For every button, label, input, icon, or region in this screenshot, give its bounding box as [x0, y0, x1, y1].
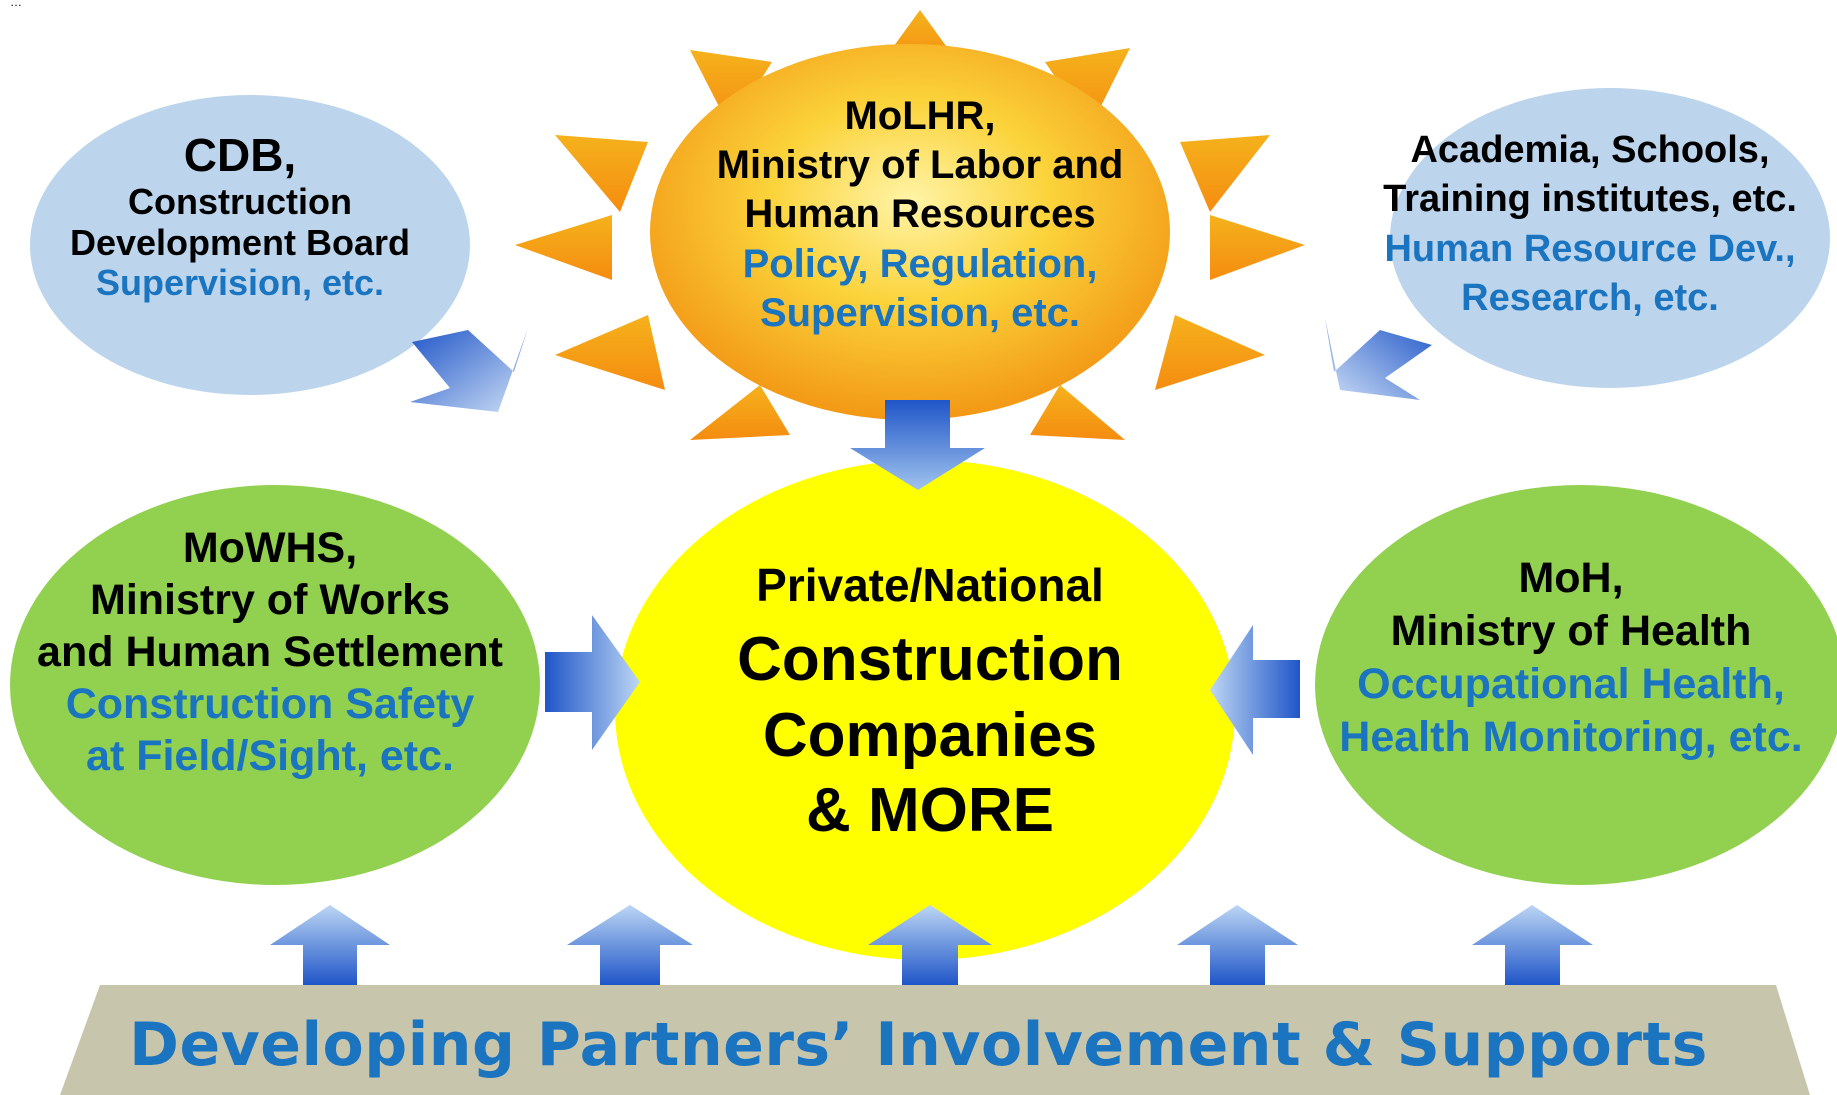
mowhs-role-line-2: at Field/Sight, etc. — [86, 732, 454, 781]
center-text-block: Private/National Construction Companies … — [670, 559, 1190, 849]
molhr-sun-core — [650, 44, 1170, 420]
partners-base-label: Developing Partners’ Involvement & Suppo… — [129, 1010, 1708, 1080]
academia-ellipse — [1390, 88, 1830, 388]
molhr-abbrev: MoLHR, — [844, 94, 996, 138]
moh-ellipse — [1315, 485, 1837, 885]
moh-role-line-1: Occupational Health, — [1357, 659, 1785, 708]
diag-arrow-academia — [1325, 318, 1432, 400]
partners-base-platform — [60, 985, 1810, 1095]
sun-rays — [515, 10, 1305, 440]
academia-text-block: Academia, Schools, Training institutes, … — [1350, 126, 1830, 324]
academia-name-line-1: Academia, Schools, — [1410, 129, 1770, 171]
cdb-ellipse — [30, 95, 470, 395]
cdb-abbrev: CDB, — [183, 129, 297, 181]
mowhs-name-line-1: Ministry of Works — [90, 576, 450, 625]
mowhs-role-line-1: Construction Safety — [65, 680, 475, 729]
up-arrow-4 — [1177, 905, 1298, 985]
moh-role-line-2: Health Monitoring, etc. — [1339, 712, 1803, 761]
up-arrows — [270, 905, 1593, 985]
diag-arrow-cdb — [410, 328, 528, 412]
up-arrow-1 — [270, 905, 390, 985]
center-circle — [615, 460, 1235, 960]
academia-role-line-2: Research, etc. — [1461, 277, 1719, 320]
mowhs-ellipse — [10, 485, 540, 885]
academia-name-line-2: Training institutes, etc. — [1383, 178, 1797, 221]
molhr-name-line-1: Ministry of Labor and — [716, 143, 1124, 188]
center-line-2: Construction — [737, 624, 1123, 694]
top-strip-text: … — [10, 0, 22, 9]
up-arrow-2 — [567, 905, 693, 985]
cdb-text-block: CDB, Construction Development Board Supe… — [20, 129, 460, 304]
molhr-name-line-2: Human Resources — [744, 192, 1096, 237]
cdb-name-line-2: Development Board — [69, 221, 411, 263]
moh-name-line-1: Ministry of Health — [1390, 606, 1752, 655]
academia-role-line-1: Human Resource Dev., — [1384, 227, 1796, 270]
center-line-4: & MORE — [806, 776, 1054, 846]
molhr-role-line-2: Supervision, etc. — [759, 290, 1081, 335]
moh-abbrev: MoH, — [1518, 554, 1624, 602]
mowhs-name-line-2: and Human Settlement — [37, 628, 503, 677]
left-arrow-moh — [1210, 625, 1300, 755]
right-arrow-mowhs — [545, 615, 640, 750]
cdb-name-line-1: Construction — [128, 180, 352, 222]
moh-text-block: MoH, Ministry of Health Occupational Hea… — [1305, 552, 1837, 764]
up-arrow-3 — [868, 905, 992, 985]
down-arrow-molhr — [850, 400, 985, 490]
center-line-3: Companies — [762, 700, 1098, 770]
mowhs-abbrev: MoWHS, — [182, 524, 358, 572]
center-line-1: Private/National — [756, 559, 1104, 611]
molhr-role-line-1: Policy, Regulation, — [742, 241, 1098, 286]
molhr-text-block: MoLHR, Ministry of Labor and Human Resou… — [660, 92, 1180, 338]
up-arrow-5 — [1472, 905, 1593, 985]
cdb-role-line-1: Supervision, etc. — [95, 262, 385, 304]
mowhs-text-block: MoWHS, Ministry of Works and Human Settl… — [0, 522, 540, 782]
